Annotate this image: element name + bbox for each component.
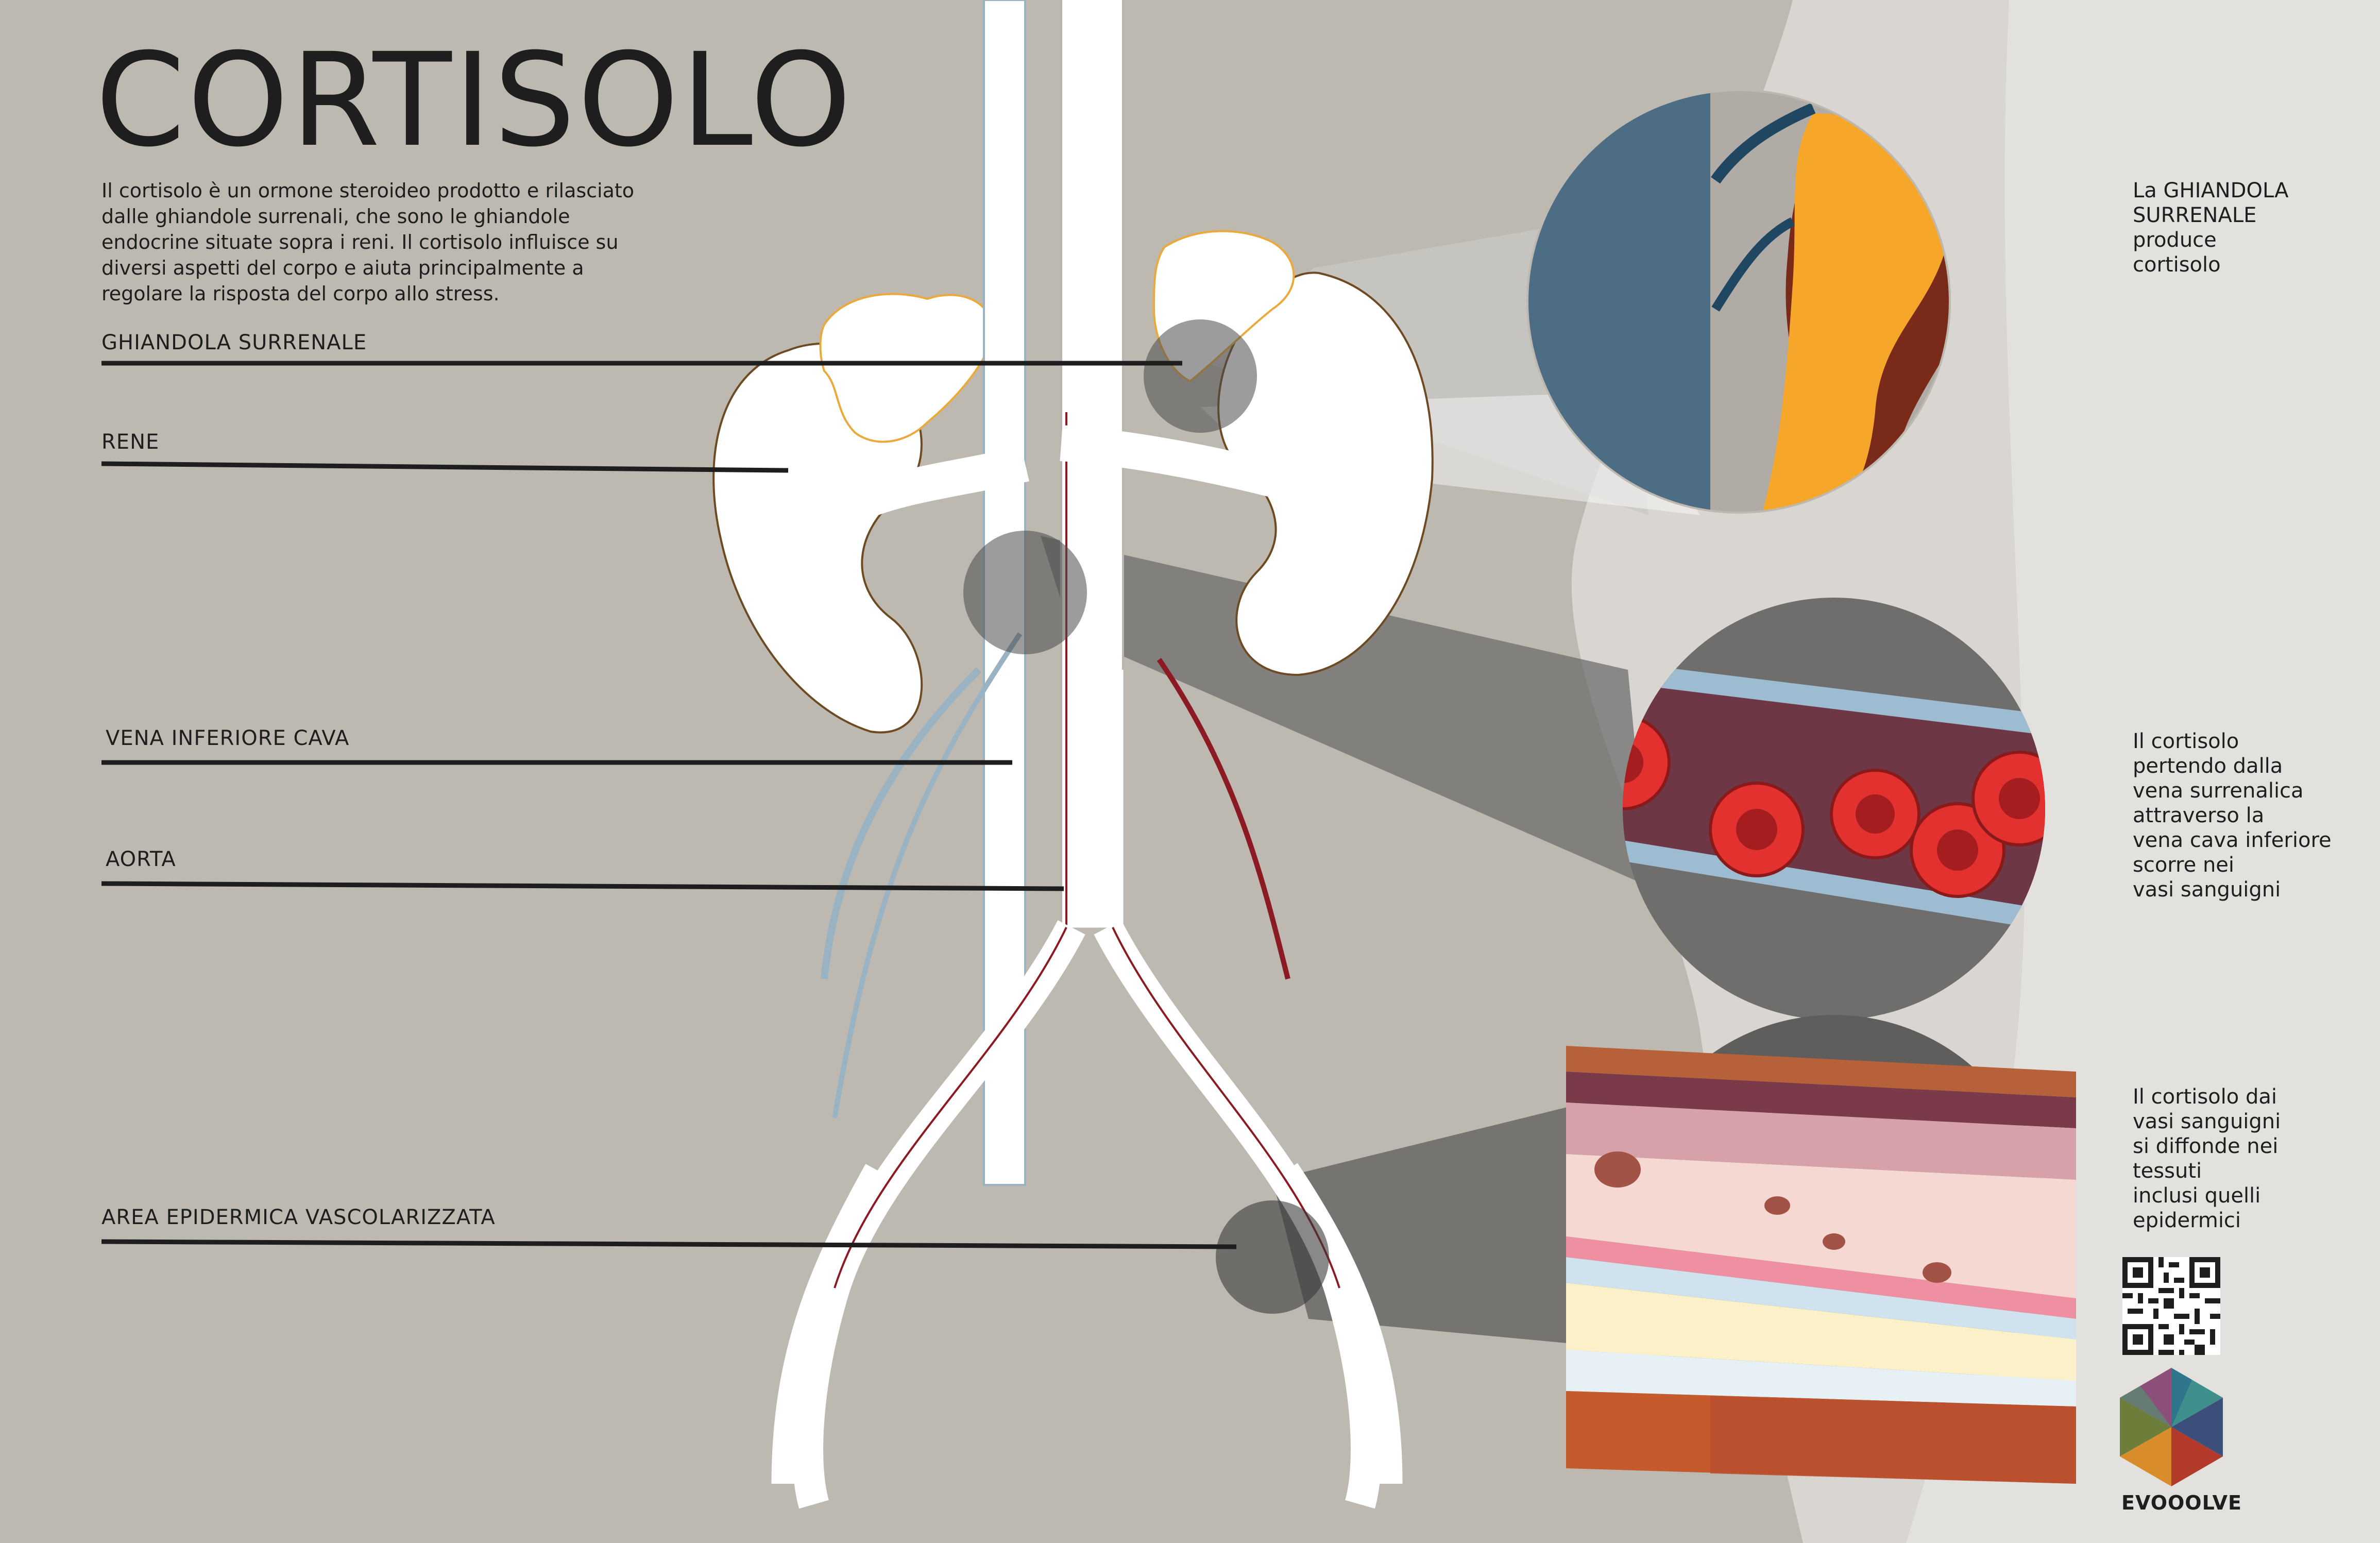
page-title: CORTISOLO xyxy=(95,25,854,175)
label-aorta: AORTA xyxy=(106,847,176,871)
label-kidney: RENE xyxy=(101,430,160,454)
great-vessels xyxy=(847,0,1277,1186)
brand-name: EVOOOLVE xyxy=(2121,1491,2242,1514)
highlight-circles xyxy=(963,319,1329,1314)
caption-tissue: Il cortisolo dai vasi sanguigni si diffo… xyxy=(2133,1085,2281,1232)
caption-blood: Il cortisolo pertendo dalla vena surrena… xyxy=(2133,730,2332,902)
label-vena-cava: VENA INFERIORE CAVA xyxy=(106,726,350,750)
caption-adrenal: La GHIANDOLA SURRENALE produce cortisolo xyxy=(2133,179,2289,277)
skin-cross-section xyxy=(1566,1046,2076,1484)
qr-code-icon[interactable] xyxy=(2122,1257,2220,1355)
label-adrenal: GHIANDOLA SURRENALE xyxy=(101,331,367,354)
adrenal-glands xyxy=(819,230,1295,443)
blood-vessel-zoom xyxy=(1623,598,2045,1020)
label-epidermal: AREA EPIDERMICA VASCOLARIZZATA xyxy=(101,1206,496,1229)
evooolve-logo-icon xyxy=(2120,1368,2223,1486)
intro-paragraph: Il cortisolo è un ormone steroideo prodo… xyxy=(101,179,635,305)
